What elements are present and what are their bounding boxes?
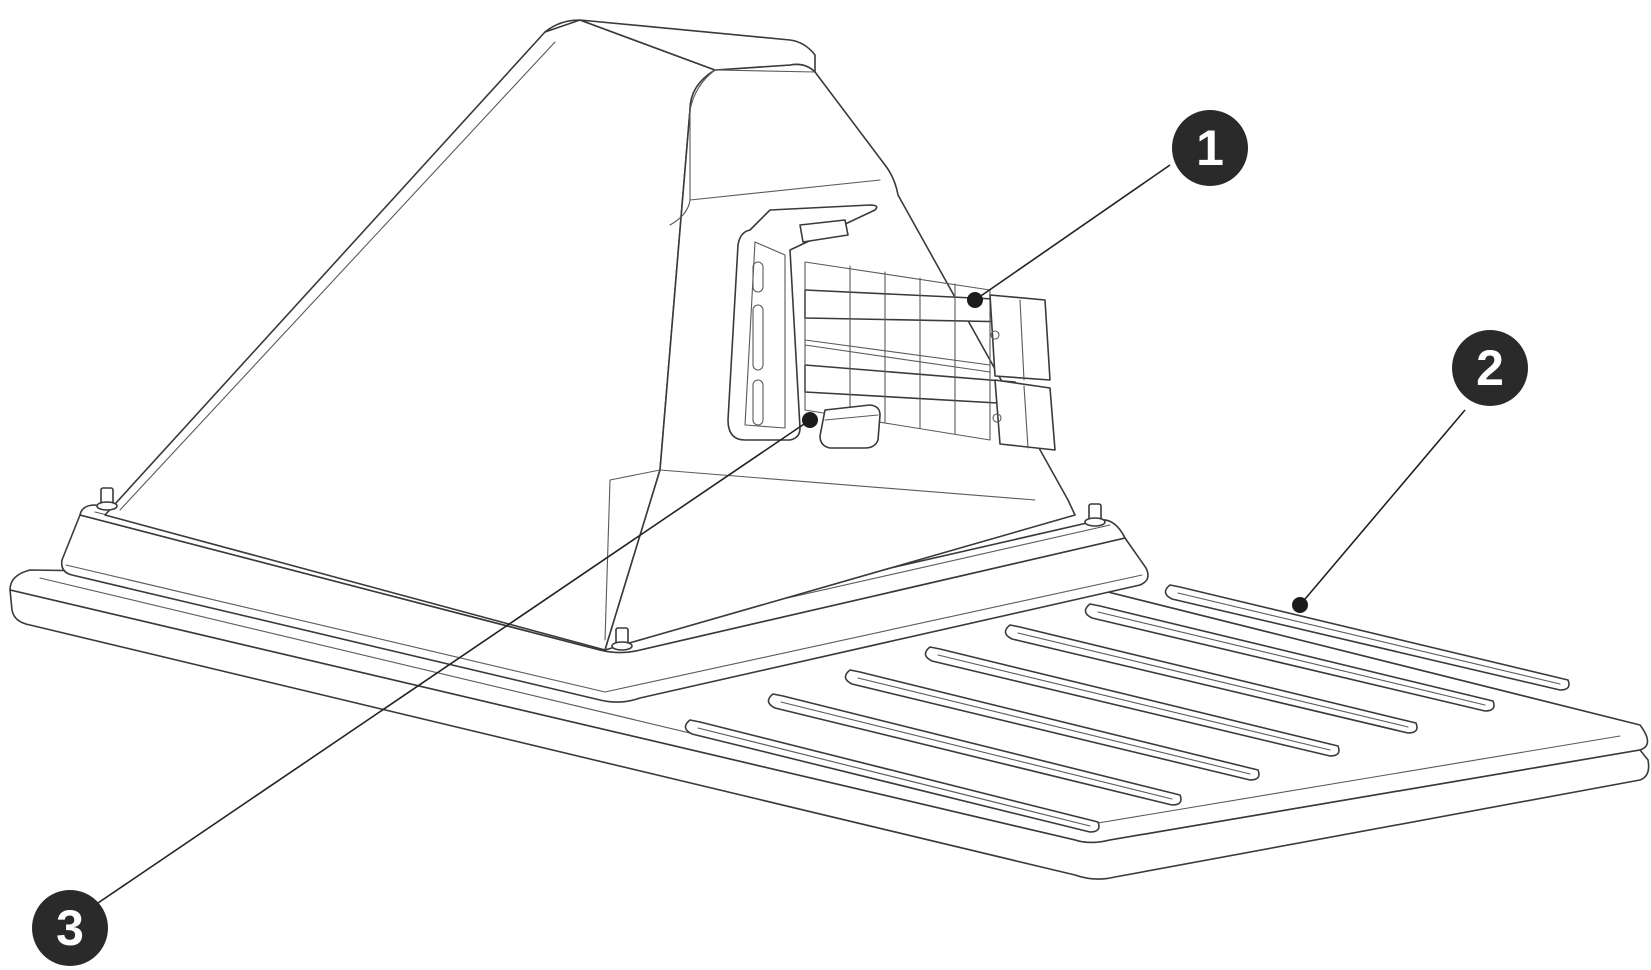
lower-block-body <box>819 404 881 449</box>
plate-rib <box>767 693 1182 806</box>
callout-2-target-dot <box>1292 597 1308 613</box>
callout-3-badge <box>32 890 108 966</box>
callout-3-leader <box>94 419 811 906</box>
contact-pad-lower <box>994 379 1056 451</box>
contact-pad-line <box>1023 385 1029 449</box>
contact-arm-upper <box>804 289 1021 323</box>
contact-frame-bar <box>804 344 991 373</box>
lower-block <box>819 404 881 449</box>
tower-chamfer-line <box>609 469 661 481</box>
callout-2-leader <box>1299 409 1466 606</box>
tower-chamfer-line <box>689 179 881 201</box>
connector-top-block <box>799 219 849 243</box>
tower-chamfer-line <box>119 41 556 511</box>
contact-frame <box>804 261 991 441</box>
screw-stud <box>1084 503 1106 527</box>
connector-slot <box>752 261 764 293</box>
contact-frame-bar <box>804 339 991 366</box>
plate-ribs <box>684 584 1570 833</box>
callout-2: 2 <box>1292 330 1528 613</box>
plate-rib <box>1004 624 1418 734</box>
callout-1-leader <box>974 164 1171 301</box>
connector-plate <box>727 204 878 441</box>
plate-rib <box>924 646 1340 757</box>
callout-3-target-dot <box>802 412 818 428</box>
callout-2-label: 2 <box>1476 340 1504 396</box>
contact-pad-line <box>1019 299 1025 381</box>
plate-rib <box>1164 584 1570 691</box>
base-skirt-bottom-line <box>65 564 1143 693</box>
base-skirt-top <box>79 504 1126 654</box>
contact-pad-upper <box>989 294 1051 381</box>
connector-plate-inner <box>744 241 786 429</box>
tower-chamfer-line <box>689 69 716 111</box>
callout-1-label: 1 <box>1196 120 1224 176</box>
plate-rib <box>684 719 1100 833</box>
screw-stud <box>96 487 118 511</box>
plate-rib <box>1084 603 1495 712</box>
tower-top-cap <box>544 19 816 73</box>
base-screws <box>96 487 1106 651</box>
tower-housing <box>104 19 1076 651</box>
tower-chamfer-line <box>714 69 816 73</box>
callout-1-badge <box>1172 110 1248 186</box>
lower-block-line <box>824 414 879 421</box>
callout-1-target-dot <box>967 292 983 308</box>
plate-front-edge <box>9 589 1650 880</box>
connector-plate-outer <box>727 204 878 441</box>
callout-3-label: 3 <box>56 900 84 956</box>
connector-slot <box>752 304 764 371</box>
tower-chamfer-line <box>604 479 611 641</box>
callout-3: 3 <box>32 412 818 966</box>
callout-1: 1 <box>967 110 1248 308</box>
callout-2-badge <box>1452 330 1528 406</box>
plate-rib <box>844 669 1260 781</box>
contact-screw <box>992 413 1002 423</box>
tower-chamfer-line <box>659 469 1036 501</box>
tower-chamfer-line <box>669 109 691 226</box>
contact-screw <box>990 330 1000 340</box>
screw-stud <box>611 627 633 651</box>
connector-slot <box>752 379 764 426</box>
charging-contacts <box>804 261 1056 451</box>
